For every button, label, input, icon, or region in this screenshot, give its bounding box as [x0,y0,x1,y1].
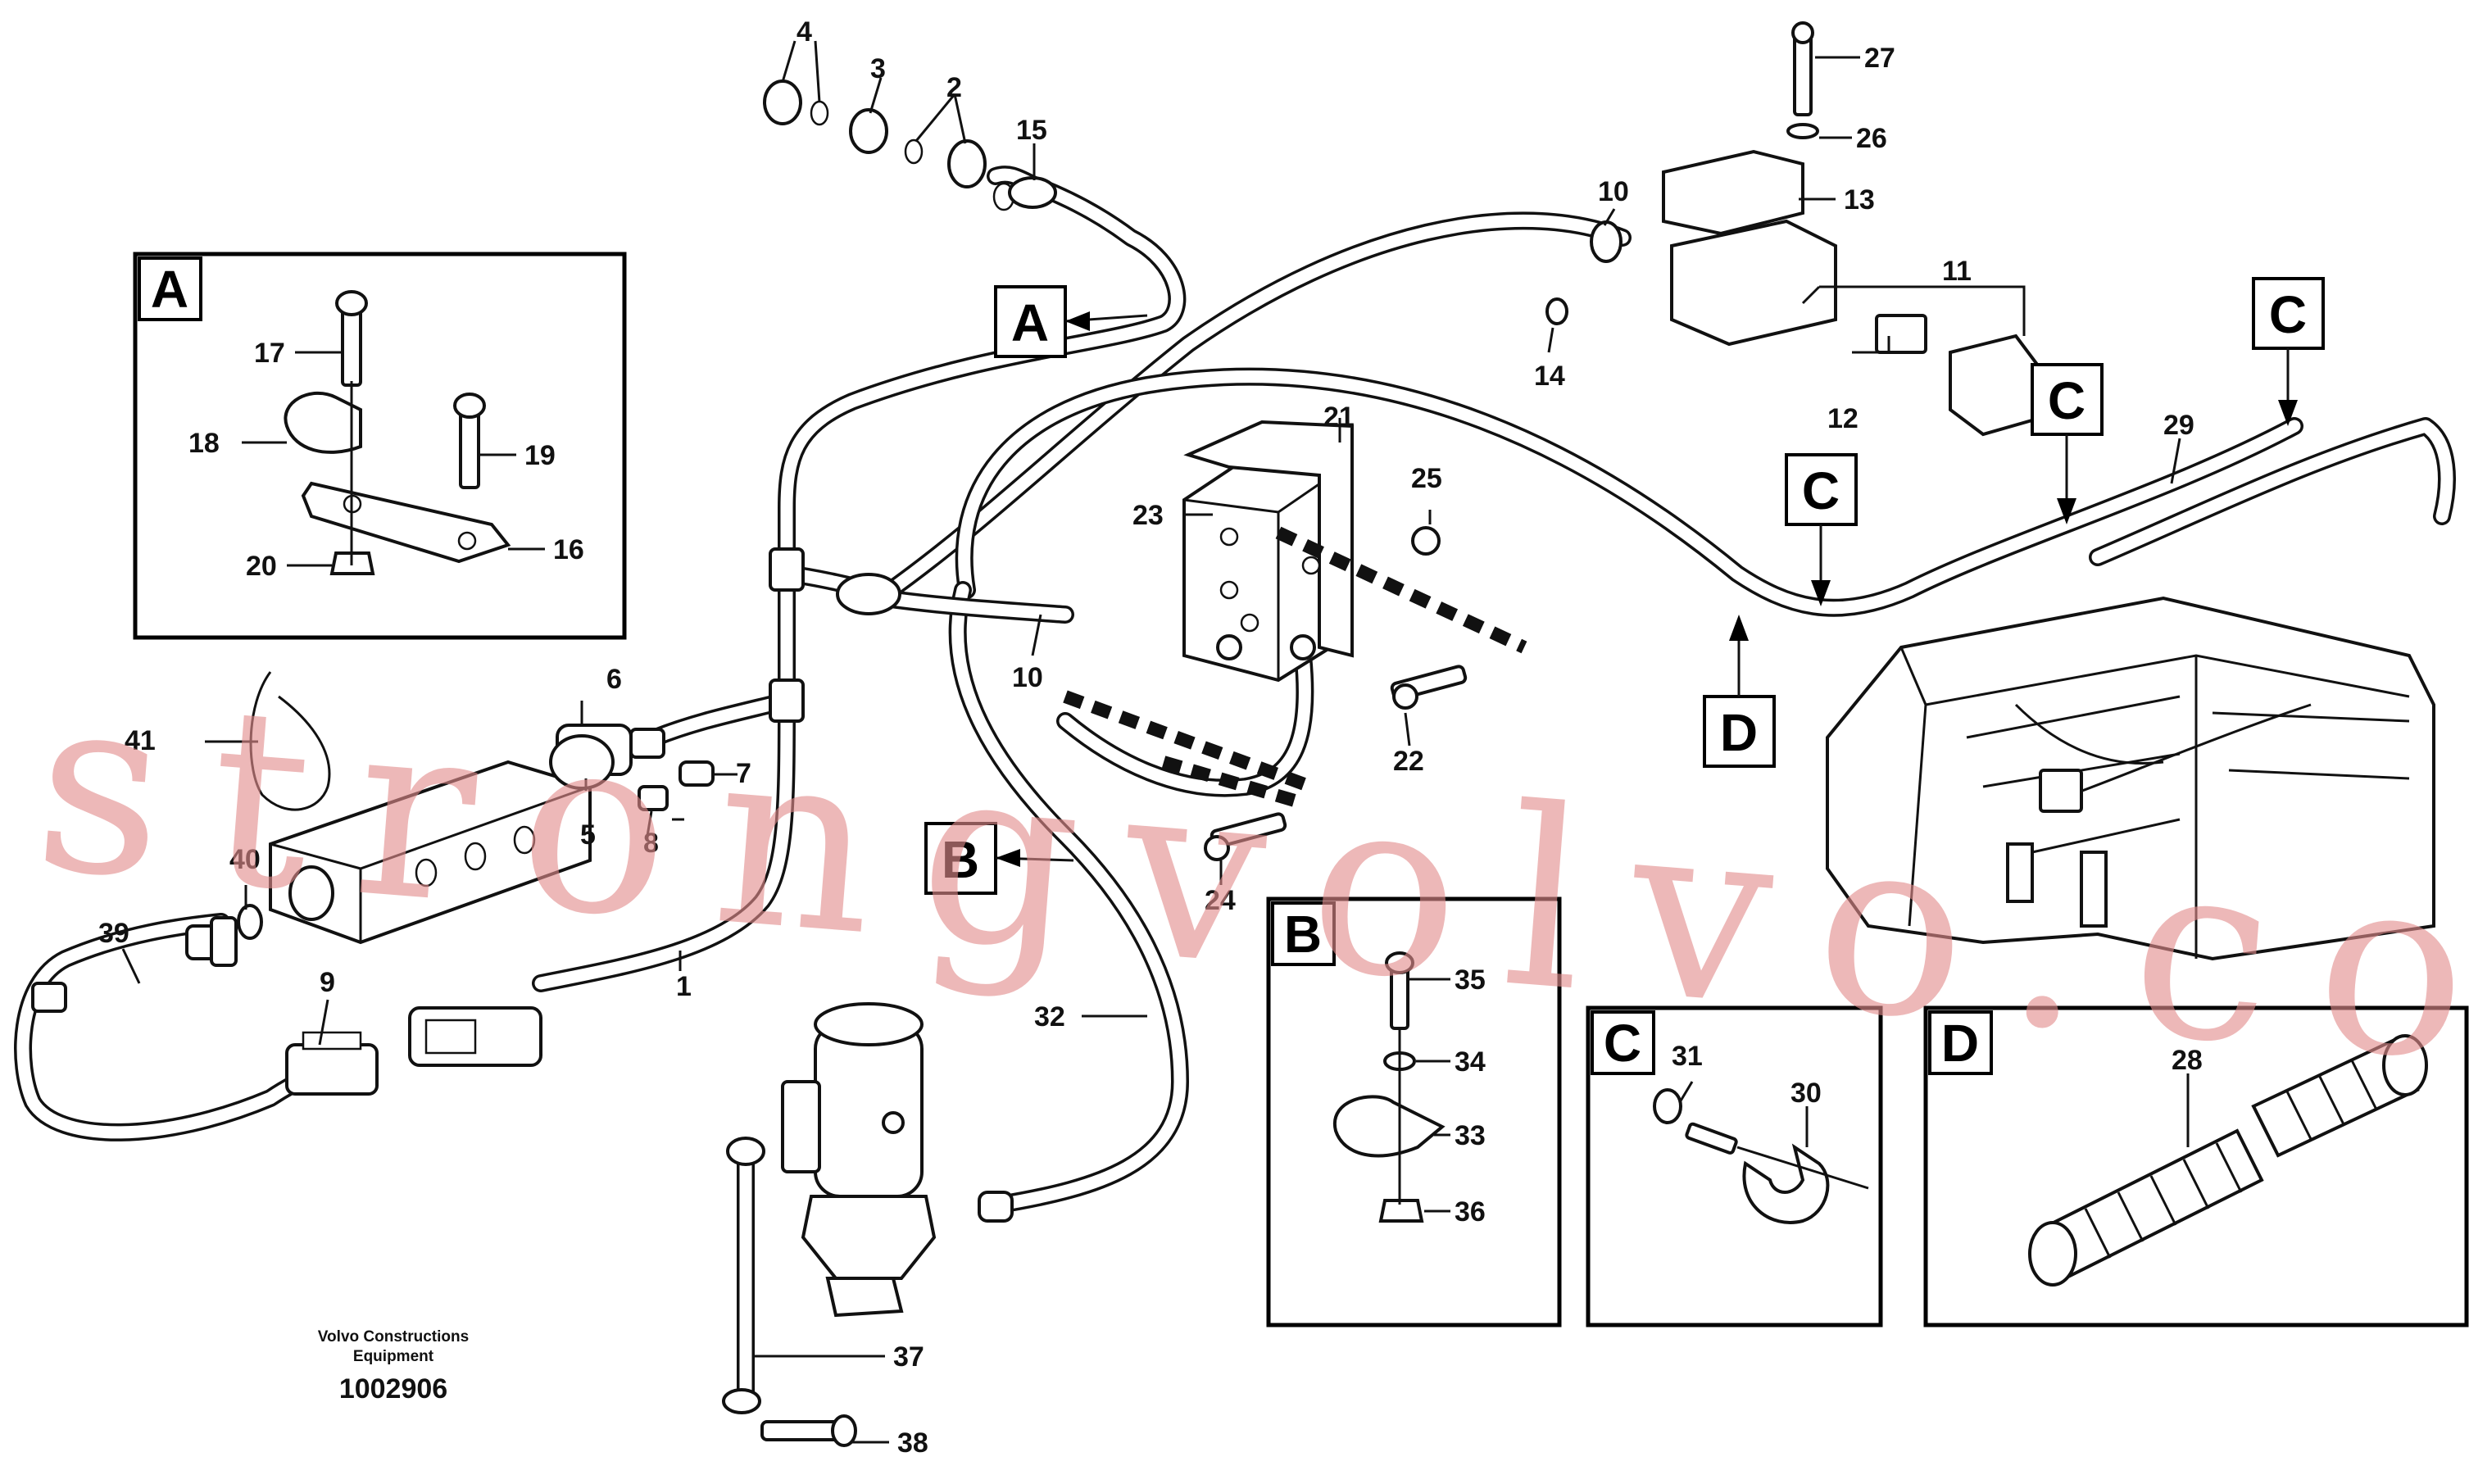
callout-9: 9 [320,967,335,998]
company-line-2: Equipment [352,1348,434,1365]
callout-12: 12 [1827,403,1859,434]
callout-30: 30 [1790,1078,1822,1109]
pump-unit [726,1002,1014,1318]
callout-38: 38 [897,1427,928,1459]
callout-32: 32 [1034,1001,1065,1032]
callout-16: 16 [553,534,584,565]
callout-37: 37 [893,1341,924,1373]
sensor-connector-6 [549,724,665,790]
relay-assembly [1545,21,2042,437]
callout-13: 13 [1844,184,1875,216]
callout-36: 36 [1455,1196,1486,1228]
company-line-1: Volvo Constructions [317,1328,470,1346]
callout-3: 3 [870,53,886,84]
detail-marker-c3: C [2269,285,2307,344]
cable-tie-41 [249,671,331,811]
callout-10b: 10 [1012,662,1043,693]
callout-17: 17 [254,338,285,369]
plug-39 [31,904,263,1013]
callout-24: 24 [1205,885,1236,916]
screw-7 [679,760,715,787]
washer-25 [1411,526,1441,556]
cable-harness [14,166,2456,1402]
leader-lines [121,40,2190,1444]
detail-marker-d: D [1720,703,1758,762]
callout-40: 40 [229,844,261,875]
callout-11: 11 [1942,256,1972,287]
inset-b: B [1266,896,1562,1327]
detail-marker-c2: C [2048,371,2085,430]
detail-marker-c1: C [1802,461,1840,520]
callout-22: 22 [1393,746,1424,777]
callout-41: 41 [125,725,156,756]
drawing-number: 1002906 [338,1373,448,1405]
detail-markers: A B C C C D [924,277,2325,895]
callout-31: 31 [1672,1041,1703,1072]
grommet-28 [2028,1034,2428,1287]
callout-4: 4 [797,16,812,48]
callout-10a: 10 [1598,176,1629,207]
callout-labels: 4 3 2 15 27 26 13 10 11 14 12 21 25 23 1… [98,16,2203,1459]
callout-14: 14 [1534,361,1565,392]
callout-6: 6 [606,664,622,695]
callout-2: 2 [946,72,962,103]
callout-23: 23 [1132,500,1164,531]
inset-a-label: A [151,260,188,319]
callout-26: 26 [1856,123,1887,154]
callout-34: 34 [1455,1046,1486,1078]
callout-21: 21 [1323,402,1355,433]
callout-27: 27 [1864,43,1895,74]
fitting-8 [638,785,669,811]
relay-block-23 [1182,420,1354,683]
bolt-38 [722,1388,857,1447]
callout-20: 20 [246,551,277,582]
inset-a: A [133,252,627,640]
screw-22 [1390,665,1468,710]
callout-15: 15 [1016,115,1047,146]
callout-7: 7 [736,758,751,789]
inset-c-label: C [1604,1014,1641,1073]
callout-33: 33 [1455,1120,1486,1151]
callout-1: 1 [676,971,692,1002]
callout-39: 39 [98,918,129,949]
screw-24 [1204,812,1287,861]
callout-19: 19 [524,440,556,471]
detail-marker-a: A [1011,293,1049,352]
callout-5: 5 [580,819,596,851]
inset-d-label: D [1941,1014,1979,1073]
sensor-block [269,760,592,945]
callout-8: 8 [643,828,659,859]
fittings-top [763,79,1057,211]
machine-frame [1826,596,2435,961]
inset-c: C [1586,1005,1883,1327]
inset-d: D [1923,1005,2469,1327]
connector-9 [285,1006,542,1096]
company-credit: Volvo Constructions Equipment [270,1327,516,1367]
callout-35: 35 [1455,964,1486,996]
callout-29: 29 [2163,410,2194,441]
detail-marker-b: B [942,830,979,889]
inset-b-label: B [1284,905,1322,964]
callout-25: 25 [1411,463,1442,494]
callout-18: 18 [188,428,220,459]
callout-28: 28 [2172,1045,2203,1076]
